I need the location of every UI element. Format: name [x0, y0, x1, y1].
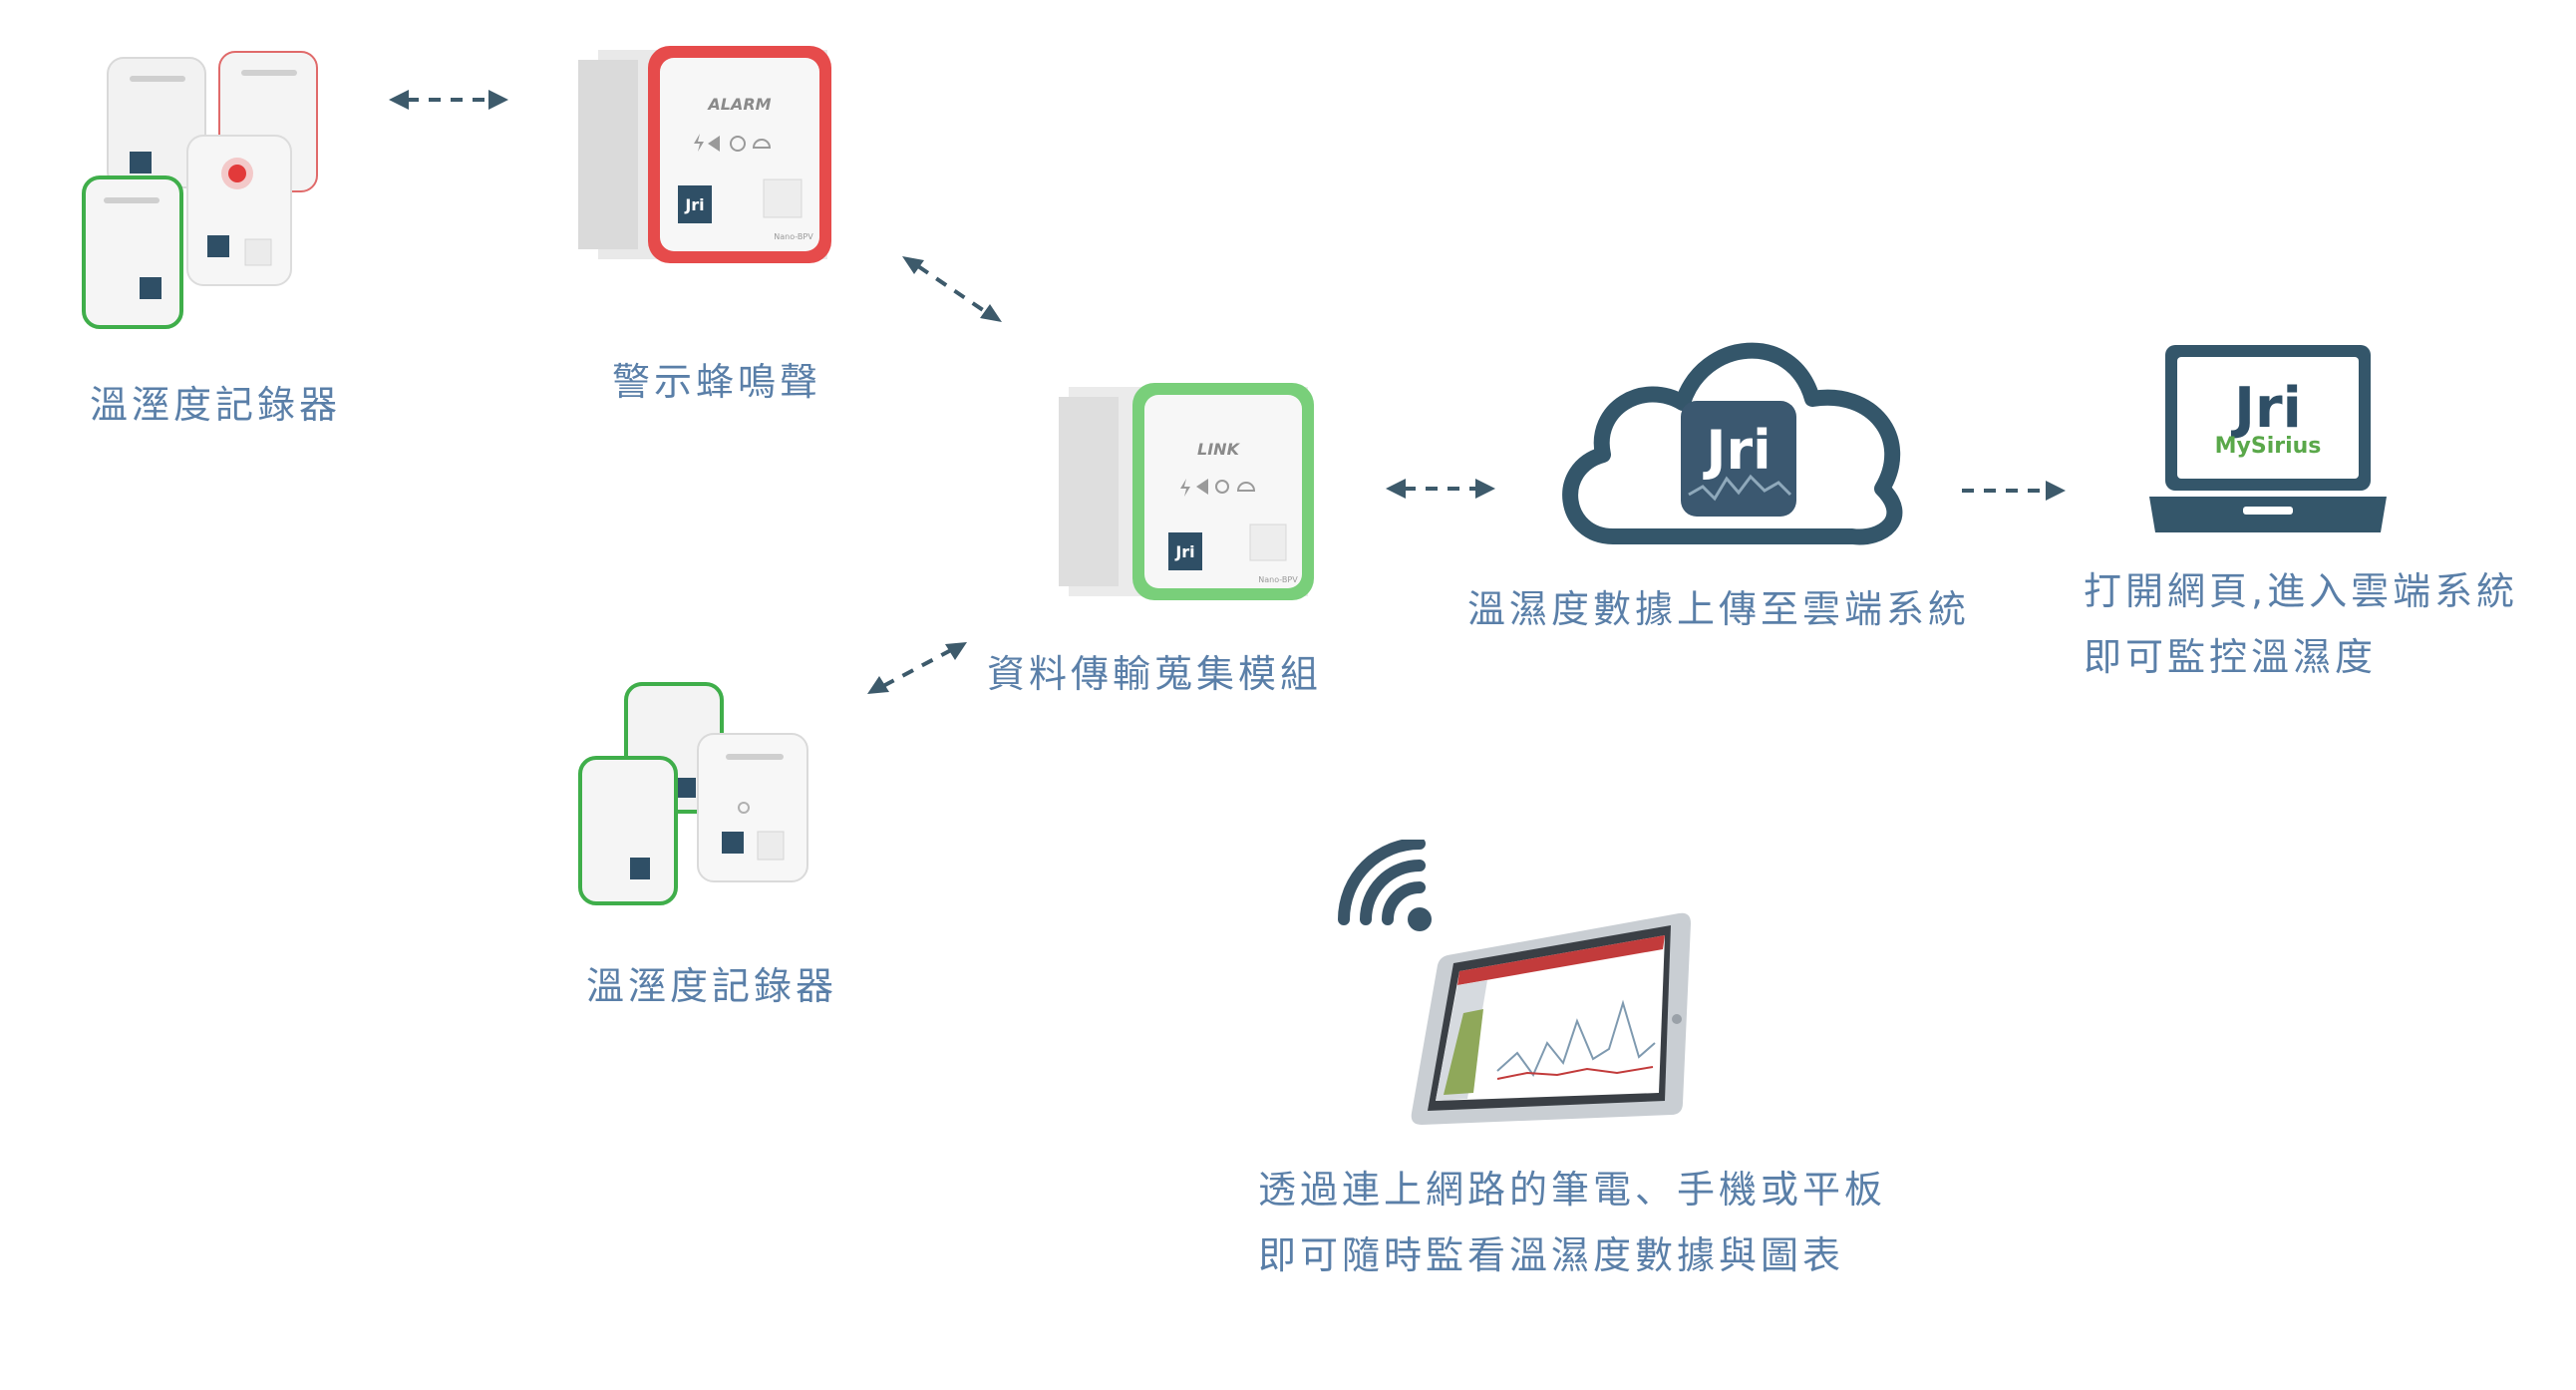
svg-text:Jri: Jri — [1174, 542, 1194, 561]
cloud-label: 溫濕度數據上傳至雲端系統 — [1467, 587, 1971, 631]
mysirius-logo-text: MySirius — [2215, 434, 2322, 459]
bidirectional-arrow — [867, 642, 967, 694]
wifi-icon — [1338, 840, 1432, 931]
loggers-bottom-label: 溫溼度記錄器 — [586, 964, 838, 1008]
laptop-icon: Jri MySirius — [2149, 345, 2387, 532]
logger-device — [186, 135, 292, 286]
svg-text:Nano-BPV: Nano-BPV — [1258, 575, 1298, 584]
jri-logo-icon: Jri — [2230, 376, 2302, 441]
cloud-icon: Jri — [1562, 342, 1903, 545]
svg-text:Nano-BPV: Nano-BPV — [774, 232, 813, 241]
logger-device — [82, 175, 183, 329]
svg-text:Jri: Jri — [684, 195, 704, 214]
tablet-label: 透過連上網路的筆電、手機或平板 即可隨時監看溫濕度數據與圖表 — [1258, 1157, 1886, 1288]
tablet-label-line: 即可隨時監看溫濕度數據與圖表 — [1258, 1233, 1845, 1277]
bidirectional-arrow — [389, 90, 508, 110]
arrow-right — [1962, 481, 2066, 501]
alarm-label: 警示蜂鳴聲 — [612, 360, 822, 404]
tablet-label-line: 透過連上網路的筆電、手機或平板 — [1258, 1168, 1887, 1212]
link-module: LINK Jri Nano-BPV — [1059, 383, 1314, 600]
loggers-top-label: 溫溼度記錄器 — [90, 383, 342, 427]
jri-logo-icon — [1168, 532, 1202, 570]
jri-logo-icon: Jri — [1702, 419, 1771, 482]
laptop-label: 打開網頁,進入雲端系統 即可監控溫濕度 — [2084, 558, 2518, 690]
link-panel-text: LINK — [1197, 440, 1241, 459]
bidirectional-arrow — [1386, 479, 1495, 499]
tablet-icon — [1411, 912, 1691, 1125]
logger-device — [578, 756, 678, 905]
logger-device — [107, 57, 206, 188]
jri-logo-icon — [678, 185, 712, 223]
logger-device — [697, 733, 808, 882]
laptop-label-line: 即可監控溫濕度 — [2084, 635, 2378, 679]
logger-cluster-bottom — [578, 682, 808, 905]
alarm-unit: ALARM Jri Nano-BPV — [578, 46, 831, 263]
logger-cluster-top — [82, 51, 318, 329]
laptop-label-line: 打開網頁,進入雲端系統 — [2084, 569, 2519, 613]
link-label: 資料傳輸蒐集模組 — [987, 652, 1323, 696]
alarm-panel-text: ALARM — [706, 95, 771, 114]
bidirectional-arrow — [902, 256, 1002, 322]
